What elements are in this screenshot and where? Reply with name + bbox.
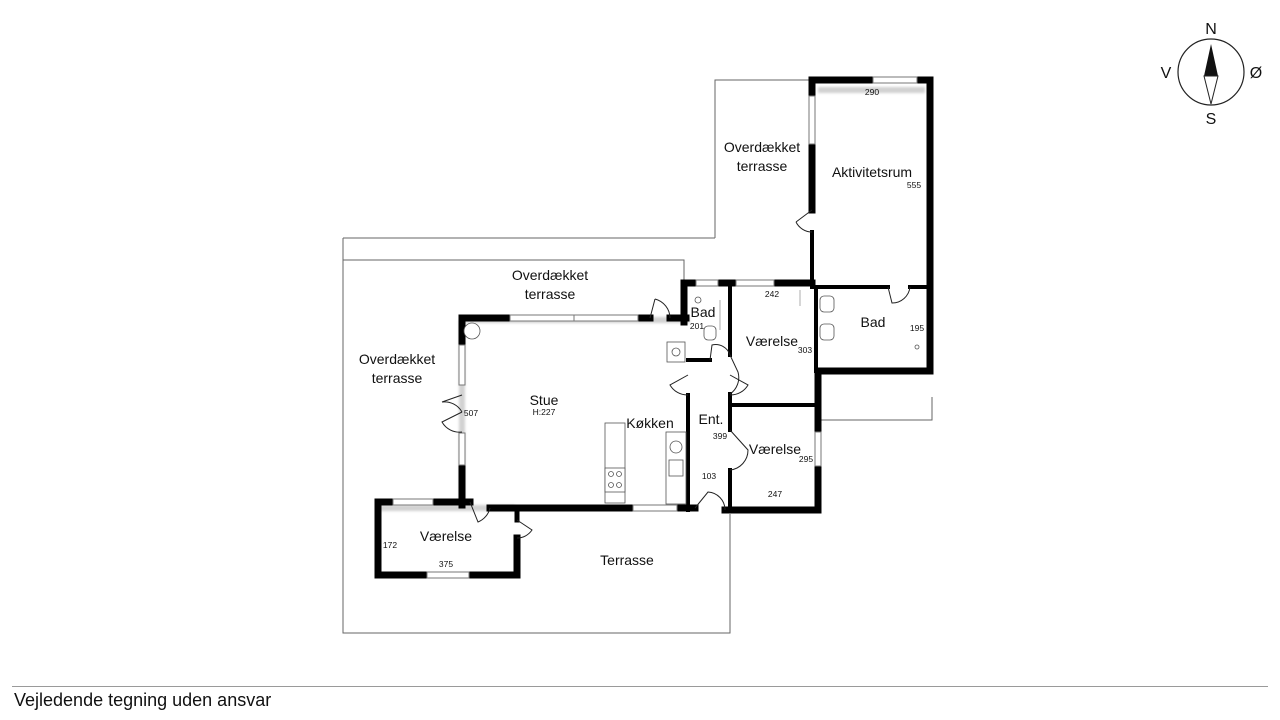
bath-small-shower-icon: [694, 296, 702, 304]
door-bath-small: [709, 344, 731, 361]
kitchen-fan-icon: [671, 347, 681, 357]
covered-terrace-top-label-1: Overdækket: [724, 139, 800, 155]
covered-terrace-left-label-2: terrasse: [372, 370, 423, 386]
east-terrace-outline: [820, 397, 933, 421]
window-activity-top: [872, 76, 918, 84]
door-bedroom-mid: [729, 354, 740, 395]
bath-large-toilet-icon: [819, 323, 835, 341]
window-living-north-1: [509, 314, 575, 322]
dim-290: 290: [865, 87, 879, 97]
covered-terrace-left-label-1: Overdækket: [359, 351, 435, 367]
dim-507: 507: [464, 408, 478, 418]
window-bedroom-left-top: [392, 498, 434, 506]
kitchen-oven-icon: [669, 440, 683, 454]
door-activity: [795, 209, 813, 233]
disclaimer-text: Vejledende tegning uden ansvar: [14, 690, 272, 710]
dim-201: 201: [690, 321, 704, 331]
terrace-outline: [342, 238, 731, 634]
door-bedroom-left: [469, 501, 491, 523]
dim-375: 375: [439, 559, 453, 569]
fixtures: [463, 290, 920, 505]
dim-103: 103: [702, 471, 716, 481]
footer-divider: [12, 686, 1268, 687]
dim-195: 195: [910, 323, 924, 333]
kitchen-cooktop-icon: [604, 467, 626, 493]
doors: [441, 209, 911, 539]
bath-large-label: Bad: [861, 314, 886, 330]
room-labels: Overdækket terrasse Aktivitetsrum Overdæ…: [359, 139, 912, 568]
door-living-north: [649, 298, 671, 319]
kitchen-label: Køkken: [626, 415, 673, 431]
living-stove-icon: [463, 322, 481, 340]
dim-172: 172: [383, 540, 397, 550]
bath-small-toilet-icon: [703, 325, 717, 341]
dim-295: 295: [799, 454, 813, 464]
activity-room-wall: [808, 76, 934, 514]
bath-large-sink-icon: [819, 295, 835, 313]
compass-west-label: V: [1161, 65, 1172, 82]
window-activity-west: [808, 95, 816, 145]
window-living-north-2: [573, 314, 639, 322]
covered-terrace-mid-label-2: terrasse: [525, 286, 576, 302]
bath-small-label: Bad: [691, 304, 716, 320]
dim-399: 399: [713, 431, 727, 441]
dim-247: 247: [768, 489, 782, 499]
bedroom-left-label: Værelse: [420, 528, 472, 544]
living-room-north-wall: [458, 314, 654, 362]
covered-terrace-top-outline: [714, 79, 812, 238]
compass-north-label: N: [1205, 21, 1217, 38]
terrace-label: Terrasse: [600, 552, 654, 568]
living-room-height: H:227: [533, 407, 556, 417]
door-entrance-south: [694, 491, 726, 511]
kitchen-sink-icon: [668, 459, 684, 477]
dim-555: 555: [907, 180, 921, 190]
terrace-inner-outline: [343, 259, 685, 285]
activity-room-label: Aktivitetsrum: [832, 164, 912, 180]
compass-needle-south-icon: [1203, 75, 1219, 105]
window-bedroom-top: [735, 279, 775, 287]
walls: [374, 76, 934, 579]
window-living-west-2: [458, 432, 466, 466]
window-bedroom-left-bottom: [426, 571, 470, 579]
compass-east-label: Ø: [1250, 65, 1262, 82]
covered-terrace-top-label-2: terrasse: [737, 158, 788, 174]
door-bath-large: [887, 286, 911, 304]
covered-terrace-mid-label-1: Overdækket: [512, 267, 588, 283]
living-room-label: Stue: [530, 392, 559, 408]
door-entrance-top: [669, 374, 749, 396]
compass: N S V Ø: [1161, 21, 1263, 128]
bedroom-mid-label: Værelse: [746, 333, 798, 349]
dimension-labels: 290 555 242 201 303 195 507 399 295 103 …: [383, 87, 924, 569]
terrace-outlines: [342, 79, 933, 634]
window-bath-small-top: [695, 279, 719, 287]
dim-303: 303: [798, 345, 812, 355]
door-living-west: [441, 394, 463, 433]
door-bedroom-lower: [729, 429, 749, 471]
entrance-label: Ent.: [699, 411, 724, 427]
bath-large-shower-icon: [914, 344, 920, 350]
window-bedroom-lower-east: [814, 431, 822, 467]
compass-needle-north-icon: [1204, 44, 1218, 76]
window-living-south: [632, 504, 678, 512]
bedroom-lower-label: Værelse: [749, 441, 801, 457]
compass-south-label: S: [1206, 111, 1217, 128]
door-bedroom-left-east: [516, 519, 533, 539]
dim-242: 242: [765, 289, 779, 299]
window-living-west-1: [458, 344, 466, 386]
windows: [392, 76, 918, 579]
